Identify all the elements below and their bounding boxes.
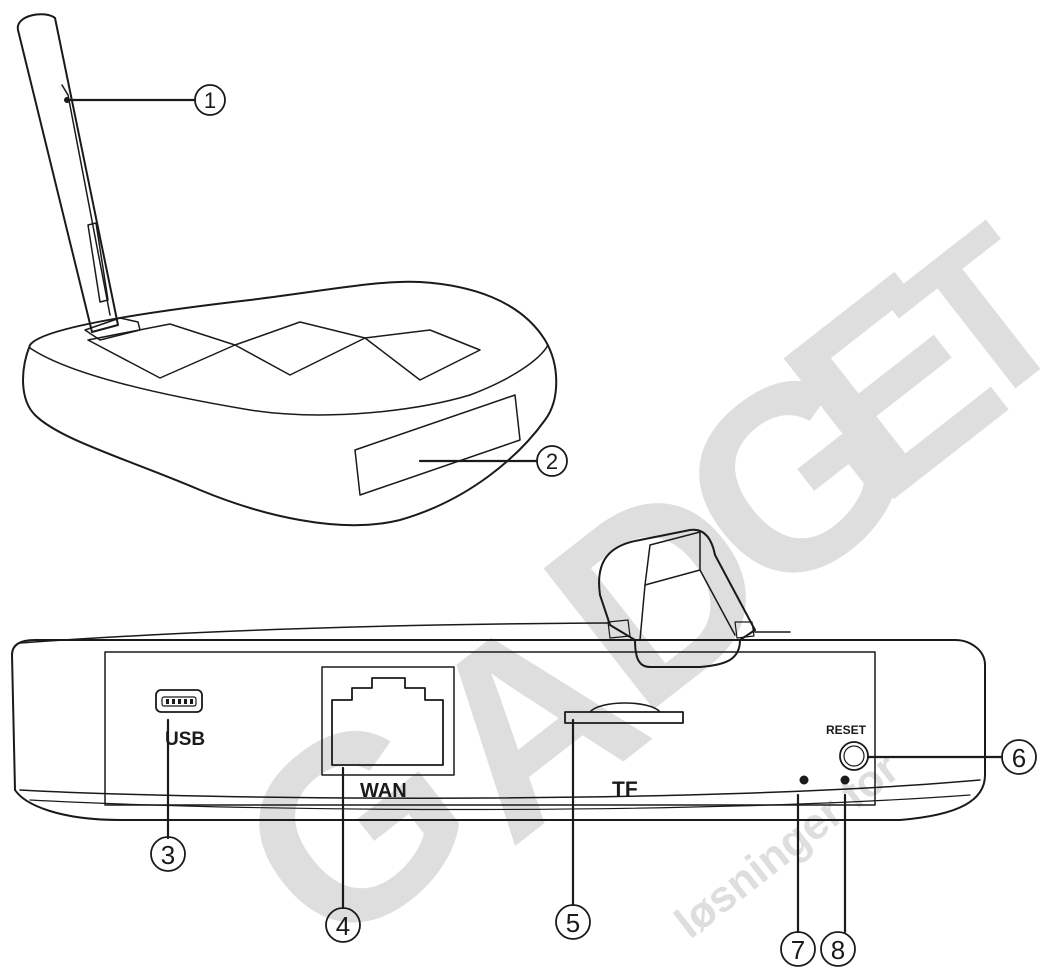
antenna-slot: [87, 222, 109, 303]
watermark-tagline: løsninger for: [666, 744, 908, 948]
watermark: G A D G E T løsninger for: [186, 180, 1040, 976]
usb-port: USB: [155, 689, 205, 750]
router-base-rim: [29, 344, 549, 416]
antenna-led-dot: [64, 97, 70, 103]
wan-port-socket: [331, 677, 444, 766]
callout-3-label: 3: [161, 840, 175, 870]
usb-label: USB: [165, 729, 205, 750]
reset-button-inner: [843, 745, 865, 767]
router-top-view: [16, 13, 558, 527]
front-lower-trim: [19, 779, 981, 799]
wan-port-frame: [321, 666, 455, 776]
antenna-clip-front: [598, 528, 756, 668]
router-top-panel-2: [234, 321, 366, 376]
antenna: [16, 13, 119, 333]
callout-4: 4: [325, 907, 361, 943]
callout-4-label: 4: [336, 911, 350, 941]
antenna-inner-line: [61, 84, 111, 316]
usb-port-inner: [161, 696, 197, 707]
reset-label: RESET: [826, 723, 867, 737]
tf-slot: TF: [564, 702, 684, 801]
wan-label: WAN: [360, 780, 407, 802]
callout-1: 1: [194, 84, 226, 116]
reset-button: RESET: [826, 723, 869, 771]
led-indicator-7: [799, 775, 809, 785]
callout-5-label: 5: [566, 908, 580, 938]
router-front-view: USB WAN TF RESET: [11, 528, 986, 821]
callouts: 1 2 3 4 5 6 7 8: [150, 84, 1037, 967]
usb-pins: [166, 699, 193, 704]
callout-7-label: 7: [791, 935, 805, 965]
front-shell: [11, 639, 986, 821]
tf-slot-notch: [589, 702, 661, 713]
tf-slot-outline: [564, 711, 684, 724]
antenna-clip-face: [644, 531, 701, 586]
router-top-panel-3: [364, 329, 481, 381]
usb-port-outline: [155, 689, 203, 713]
antenna-hinge: [84, 317, 141, 341]
tf-label: TF: [612, 778, 638, 801]
front-top-surface: [19, 622, 611, 644]
led-indicator-8: [840, 775, 850, 785]
callout-7: 7: [780, 931, 816, 967]
callout-leader-lines: [68, 98, 1004, 934]
callout-8: 8: [820, 931, 856, 967]
callout-6: 6: [1001, 739, 1037, 775]
antenna-clip-tab-left: [607, 619, 631, 639]
front-inner-panel: [104, 651, 876, 806]
callout-5: 5: [555, 904, 591, 940]
callout-8-label: 8: [831, 935, 845, 965]
antenna-clip-inner: [639, 569, 736, 641]
router-front-window: [354, 394, 521, 496]
callout-6-label: 6: [1012, 743, 1026, 773]
router-top-panel-1: [87, 323, 236, 379]
router-base-body: [22, 280, 558, 527]
callout-2: 2: [536, 445, 568, 477]
callout-1-label: 1: [204, 88, 216, 113]
watermark-letters: G A D G E T: [186, 180, 1040, 976]
callout-2-label: 2: [546, 449, 558, 474]
wan-port: WAN: [321, 666, 455, 802]
callout-3: 3: [150, 836, 186, 872]
antenna-clip-tab-right: [734, 621, 755, 639]
